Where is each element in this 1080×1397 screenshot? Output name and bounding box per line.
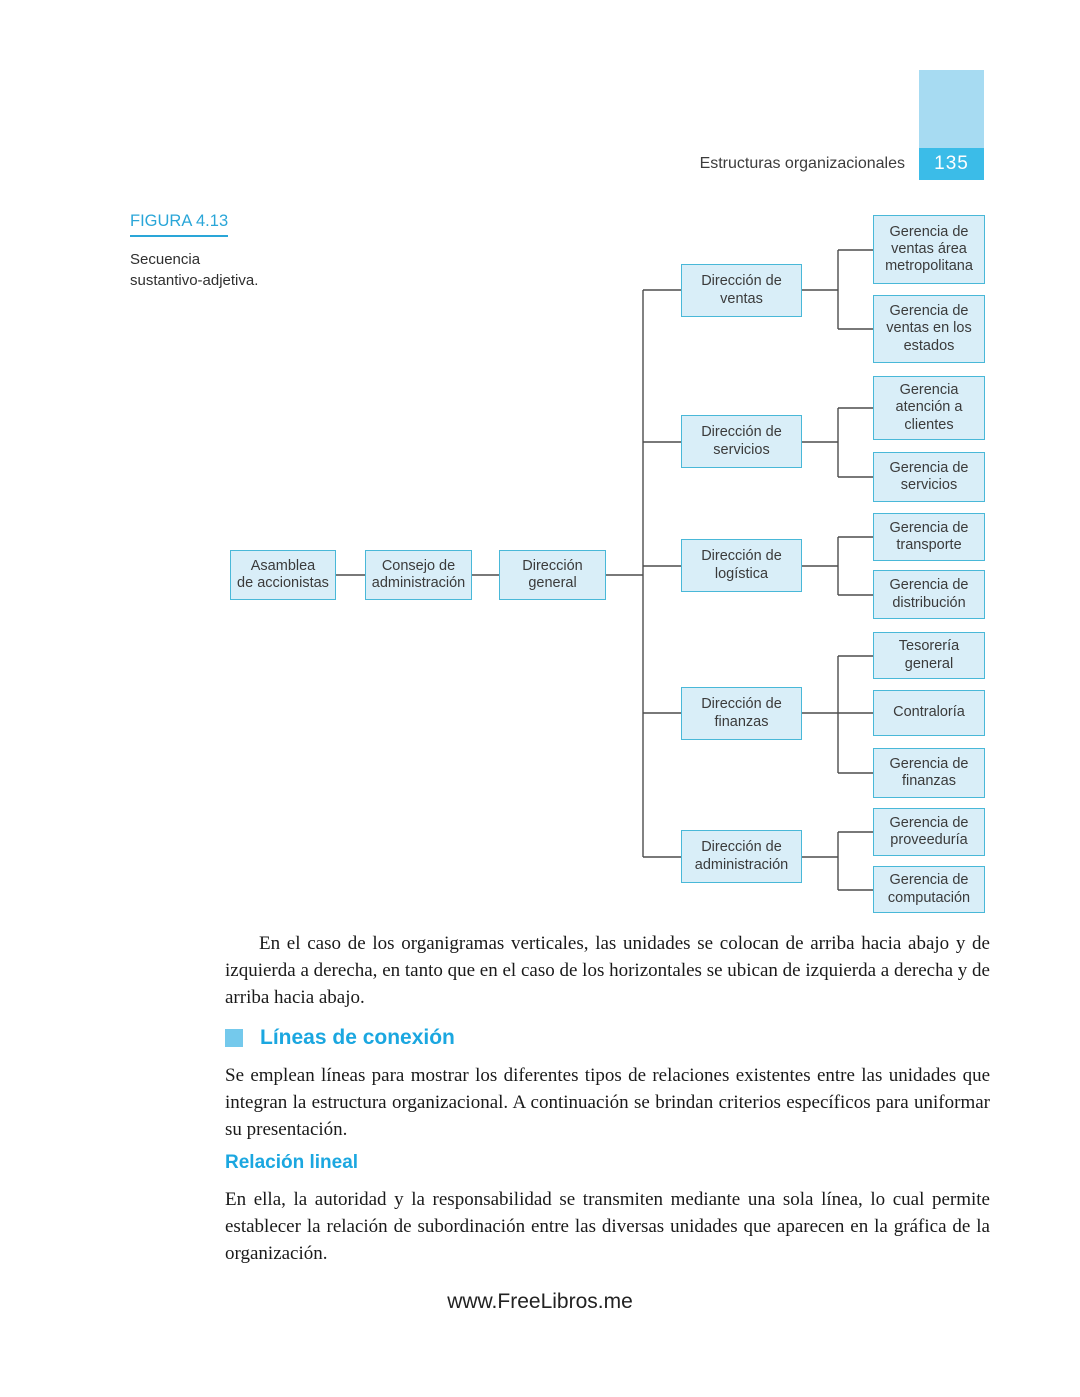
running-title: Estructuras organizacionales (699, 155, 905, 172)
paragraph-lineas-de-conexion: Se emplean líneas para mostrar los difer… (225, 1065, 990, 1140)
paragraph-organigramas: En el caso de los organigramas verticale… (225, 933, 990, 1008)
node-gerencia-de-finanzas: Gerencia de finanzas (873, 748, 985, 798)
node-direccion-general: Dirección general (499, 550, 606, 600)
node-tesoreria-general: Tesorería general (873, 632, 985, 679)
figure-caption: Secuencia sustantivo-adjetiva. (130, 251, 259, 289)
figure-label: FIGURA 4.13 (130, 212, 229, 237)
node-contraloria: Contraloría (873, 690, 985, 736)
node-direccion-de-servicios: Dirección de servicios (681, 415, 802, 468)
node-gerencia-de-computacion: Gerencia de computación (873, 866, 985, 913)
subsection-heading-relacion-lineal: Relación lineal (225, 1152, 359, 1173)
node-gerencia-ventas-estados: Gerencia de ventas en los estados (873, 295, 985, 363)
section-heading-row: Líneas de conexión (225, 1026, 455, 1050)
node-direccion-de-administracion: Dirección de administración (681, 830, 802, 883)
page-number-badge: 135 (919, 148, 984, 180)
node-gerencia-atencion-clientes: Gerencia atención a clientes (873, 376, 985, 440)
node-gerencia-de-transporte: Gerencia de transporte (873, 513, 985, 561)
node-direccion-de-logistica: Dirección de logística (681, 539, 802, 592)
node-consejo-de-administracion: Consejo de administración (365, 550, 472, 600)
node-gerencia-de-distribucion: Gerencia de distribución (873, 570, 985, 619)
node-asamblea-de-accionistas: Asamblea de accionistas (230, 550, 336, 600)
square-bullet-icon (225, 1029, 243, 1047)
section-heading-lineas-de-conexion: Líneas de conexión (260, 1026, 455, 1049)
node-gerencia-de-proveeduria: Gerencia de proveeduría (873, 808, 985, 856)
node-direccion-de-finanzas: Dirección de finanzas (681, 687, 802, 740)
page-edge-tab (919, 70, 984, 148)
node-direccion-de-ventas: Dirección de ventas (681, 264, 802, 317)
node-gerencia-ventas-metropolitana: Gerencia de ventas área metropolitana (873, 215, 985, 284)
paragraph-relacion-lineal: En ella, la autoridad y la responsabilid… (225, 1189, 990, 1264)
footer-url: www.FreeLibros.me (447, 1290, 633, 1313)
node-gerencia-de-servicios: Gerencia de servicios (873, 452, 985, 502)
